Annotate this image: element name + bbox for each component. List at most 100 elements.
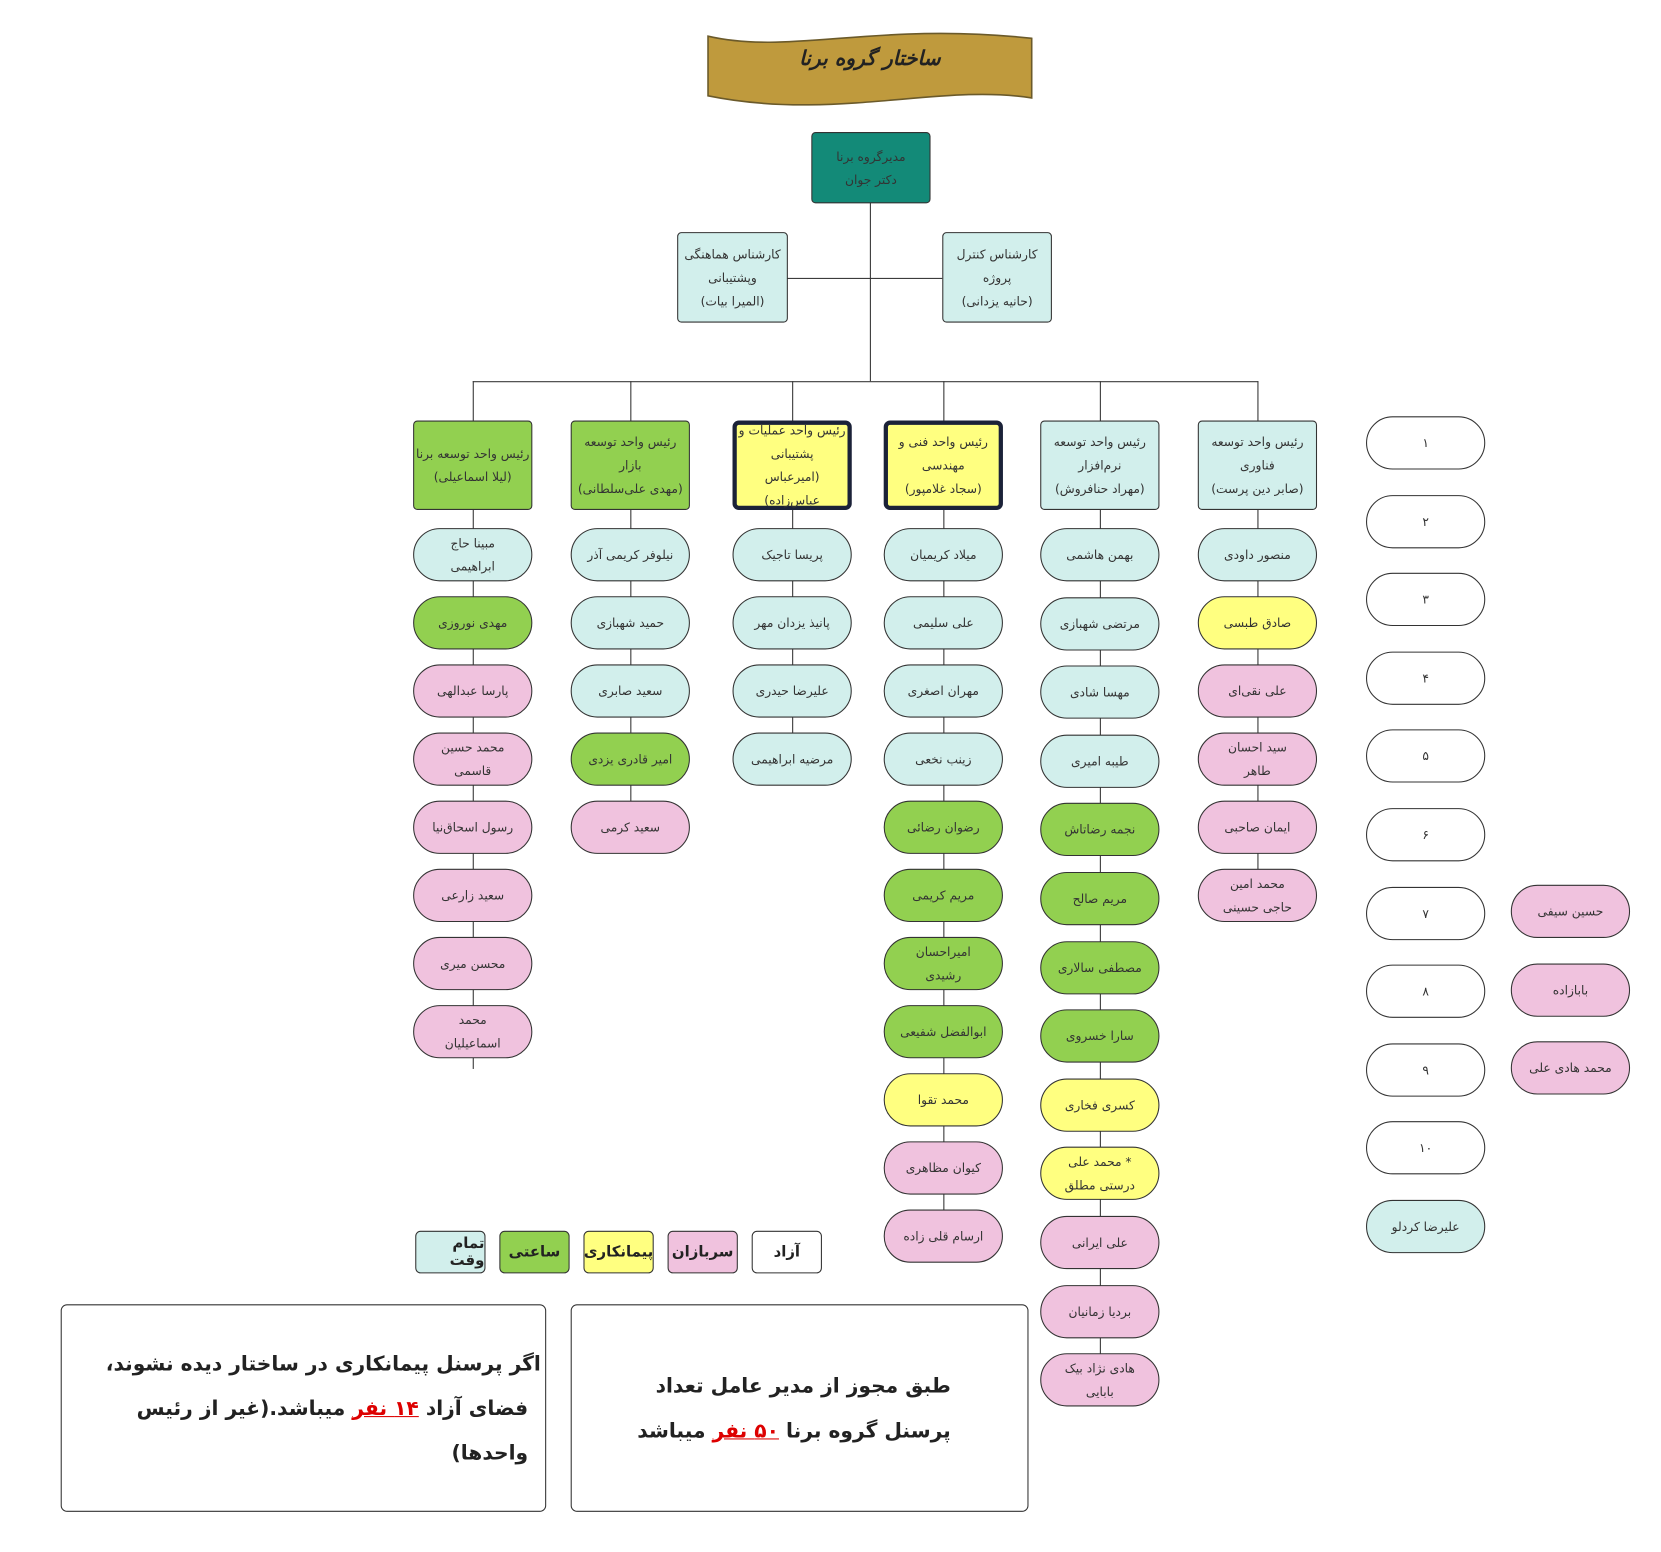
unit-head-line: (لیلا اسماعیلی)	[433, 469, 512, 485]
ceo-box[interactable]: مدیرگروه برنا دکتر جوان	[811, 132, 931, 204]
staff-pill[interactable]: نجمه رضاتاش	[1040, 803, 1160, 857]
staff-pill[interactable]: مریم صالح	[1040, 871, 1160, 926]
note-line: فضای آزاد ۱۴ نفر میباشد.(غیر از رئیس واح…	[62, 1386, 541, 1475]
staff-pill[interactable]: علیرضا حیدری	[732, 664, 852, 718]
staff-pill[interactable]: منصور داودی	[1197, 528, 1318, 582]
staff-pill[interactable]: رضوان رضائی	[883, 800, 1003, 854]
unit-head-line: (امیرعباس عباس‌زاده)	[764, 469, 820, 508]
advisor-line: کارشناس کنترل	[956, 246, 1038, 262]
free-slot-pill[interactable]: ۷	[1366, 886, 1486, 940]
staff-pill[interactable]: محمد امین حاجی حسینی	[1197, 868, 1318, 923]
staff-pill[interactable]: طیبه امیری	[1040, 734, 1160, 788]
staff-pill[interactable]: ارسام قلی زاده	[883, 1209, 1003, 1263]
staff-pill[interactable]: سید احسان طاهر	[1197, 732, 1318, 786]
staff-pill[interactable]: هادی نژاد بیک بابایی	[1040, 1353, 1160, 1407]
unit-head-line: مهندسی	[921, 457, 965, 473]
free-slot-pill[interactable]: ۱	[1366, 416, 1486, 470]
staff-pill[interactable]: مبینا حاج ابراهیمی	[413, 528, 533, 582]
staff-pill[interactable]: رسول اسحاق‌نیا	[413, 800, 533, 854]
staff-pill[interactable]: محسن میری	[413, 936, 533, 991]
staff-pill[interactable]: محمد تقوا	[883, 1073, 1003, 1127]
staff-pill[interactable]: مهدی نوروزی	[413, 596, 533, 650]
staff-pill[interactable]: سعید صابری	[570, 664, 690, 718]
staff-pill[interactable]: محمد حسین قاسمی	[413, 732, 533, 786]
free-slot-pill[interactable]: ۶	[1366, 808, 1486, 862]
staff-pill[interactable]: علی سلیمی	[883, 596, 1003, 650]
chart-title: ساختار گروه برنا	[799, 46, 941, 71]
ceo-title: مدیرگروه برنا	[836, 148, 906, 164]
unit-head-line: فناوری	[1240, 457, 1275, 473]
staff-pill[interactable]: مهران اصغری	[883, 664, 1003, 718]
staff-pill[interactable]: صادق طبسی	[1197, 596, 1318, 650]
note-text: میباشد	[637, 1418, 713, 1443]
staff-pill[interactable]: کسری فخاری	[1040, 1078, 1160, 1132]
staff-pill[interactable]: محمد هادی علی	[1510, 1041, 1631, 1095]
staff-pill[interactable]: مریم کریمی	[883, 868, 1003, 923]
staff-pill[interactable]: ایمان صاحبی	[1197, 800, 1318, 854]
staff-pill[interactable]: سعید کرمی	[570, 800, 690, 854]
ceo-name: دکتر جوان	[844, 171, 897, 187]
staff-pill[interactable]: ابوالفضل شفیعی	[883, 1005, 1003, 1059]
unit-head-line: رئیس واحد توسعه برنا	[416, 446, 530, 462]
advisor-line: (حانیه یزدانی)	[961, 293, 1033, 309]
staff-pill[interactable]: حمید شهبازی	[570, 596, 690, 650]
staff-pill[interactable]: حسین سیفی	[1510, 884, 1631, 939]
free-slot-pill[interactable]: ۱۰	[1366, 1121, 1486, 1175]
staff-pill[interactable]: مصطفی سالاری	[1040, 940, 1160, 994]
staff-pill[interactable]: * محمد علی درستی مطلق	[1040, 1147, 1160, 1201]
staff-pill[interactable]: مرضیه ابراهیمی	[732, 732, 852, 786]
note-highlight: ۵۰ نفر	[712, 1418, 780, 1443]
unit-head-line: (صابر دین پرست)	[1211, 481, 1304, 497]
staff-pill[interactable]: بردیا زمانیان	[1040, 1284, 1160, 1338]
staff-pill[interactable]: علی ایرانی	[1040, 1215, 1160, 1270]
staff-pill[interactable]: میلاد کریمیان	[883, 528, 1003, 582]
free-slot-pill[interactable]: ۲	[1366, 494, 1486, 548]
staff-pill[interactable]: محمد اسماعیلیان	[413, 1005, 533, 1059]
staff-pill[interactable]: کیوان مظاهری	[883, 1141, 1003, 1195]
free-slot-pill[interactable]: ۹	[1366, 1043, 1486, 1097]
legend-item-free: آزاد	[751, 1230, 822, 1274]
unit-head-line: (مهدی علی‌سلطانی)	[577, 481, 683, 497]
staff-pill[interactable]: امیر قادری یزدی	[570, 732, 690, 786]
note-text: میباشد.(غیر از رئیس واحدها)	[136, 1396, 529, 1465]
staff-pill[interactable]: سعید زارعی	[413, 868, 533, 923]
note-total-staff: طبق مجوز از مدیر عامل تعداد پرسنل گروه ب…	[570, 1304, 1029, 1512]
unit-head-line: (مهراد حنافروش)	[1054, 481, 1145, 497]
title-banner-shape	[707, 32, 1033, 106]
staff-pill[interactable]: پارسا عبدالهی	[413, 664, 533, 718]
advisor-project-control-box[interactable]: کارشناس کنترل پروژه (حانیه یزدانی)	[942, 232, 1052, 323]
unit-head-box[interactable]: رئیس واحد توسعه بازار (مهدی علی‌سلطانی)	[570, 420, 690, 510]
advisor-line: (المیرا بیات)	[700, 293, 765, 309]
staff-pill[interactable]: علیرضا کردلو	[1366, 1199, 1486, 1254]
staff-pill[interactable]: مرتضی شهبازی	[1040, 596, 1160, 651]
staff-pill[interactable]: نیلوفر کریمی آذر	[570, 528, 690, 582]
advisor-line: پروژه	[982, 269, 1012, 285]
unit-head-line: رئیس واحد عملیات و	[738, 422, 846, 438]
staff-pill[interactable]: مهسا شادی	[1040, 665, 1160, 719]
connector	[786, 277, 943, 279]
unit-head-line: رئیس واحد توسعه	[584, 434, 677, 450]
staff-pill[interactable]: امیراحسان رشیدی	[883, 936, 1003, 991]
staff-pill[interactable]: علی نقی‌ای	[1197, 664, 1318, 718]
unit-head-line: (سجاد غلامپور)	[904, 481, 982, 497]
staff-pill[interactable]: پانیذ یزدان مهر	[732, 596, 852, 650]
advisor-coordination-box[interactable]: کارشناس هماهنگی وپشتیبانی (المیرا بیات)	[677, 232, 788, 323]
unit-head-line: بازار	[619, 457, 642, 473]
staff-pill[interactable]: سارا خسروی	[1040, 1009, 1160, 1063]
connector	[869, 202, 871, 382]
legend-item-contract: پیمانکاری	[583, 1230, 654, 1274]
staff-pill[interactable]: پریسا تاجیک	[732, 528, 852, 582]
staff-pill[interactable]: زینب نخعی	[883, 732, 1003, 786]
free-slot-pill[interactable]: ۳	[1366, 573, 1486, 627]
unit-head-box[interactable]: رئیس واحد توسعه برنا (لیلا اسماعیلی)	[413, 420, 533, 510]
free-slot-pill[interactable]: ۸	[1366, 964, 1486, 1019]
free-slot-pill[interactable]: ۴	[1366, 651, 1486, 705]
staff-pill[interactable]: بابازاده	[1510, 963, 1631, 1017]
staff-pill[interactable]: بهمن هاشمی	[1040, 528, 1160, 582]
free-slot-pill[interactable]: ۵	[1366, 729, 1486, 783]
